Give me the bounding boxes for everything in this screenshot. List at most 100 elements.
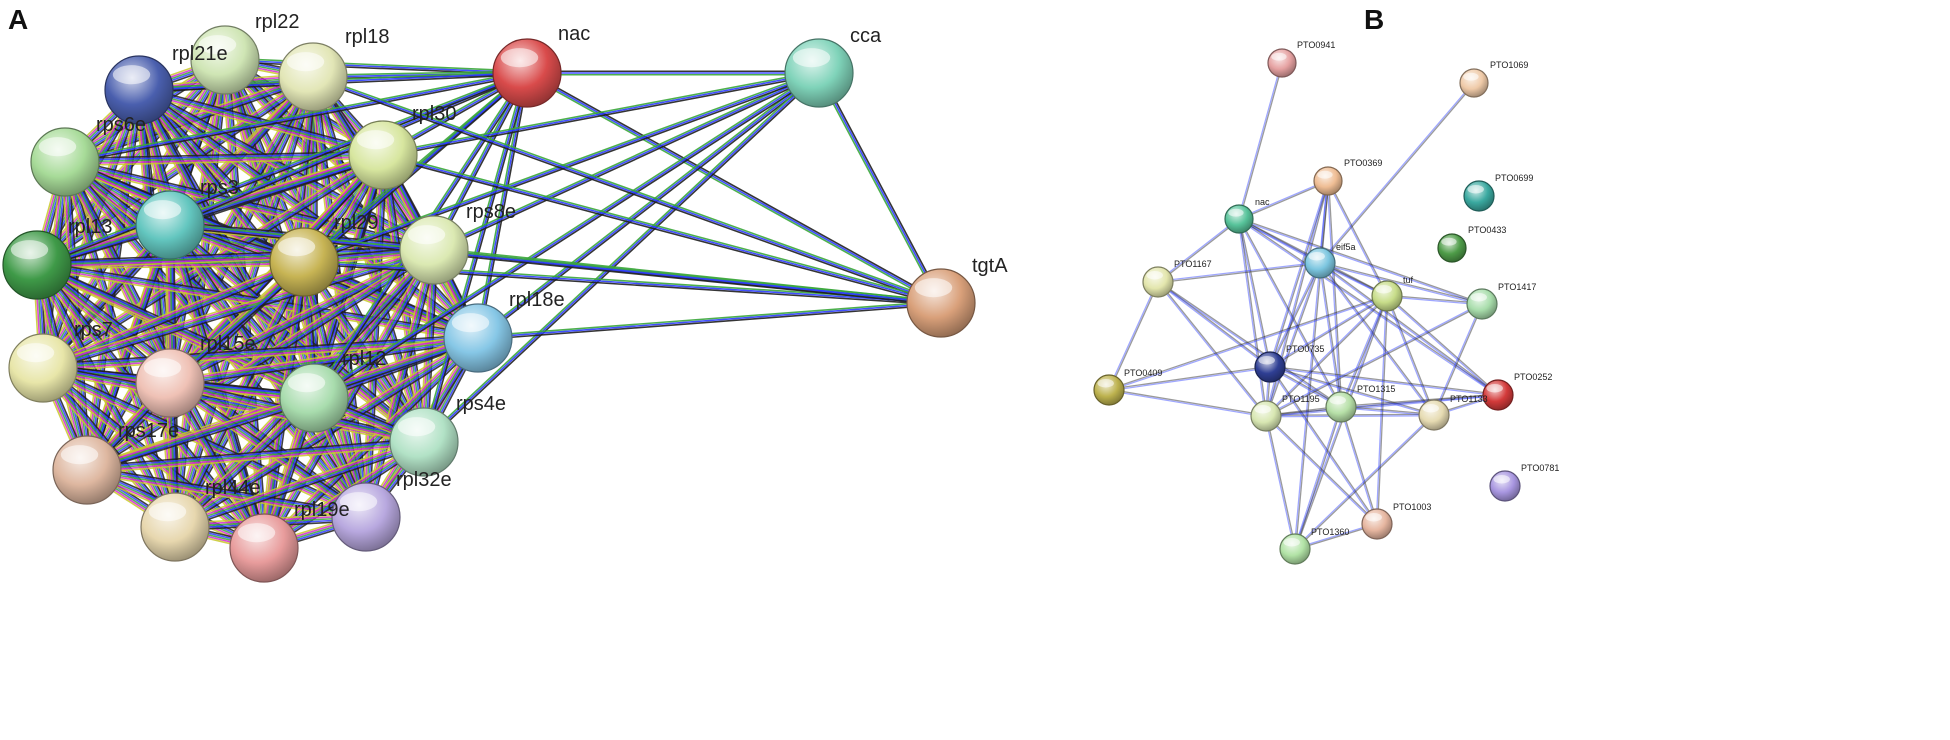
a-node-rps8e[interactable]: rps8e — [399, 201, 516, 285]
edge-strand — [64, 72, 528, 163]
node-highlight — [286, 52, 325, 72]
edge-strand — [1109, 282, 1160, 391]
b-node-PTO0781[interactable]: PTO0781 — [1489, 463, 1559, 502]
edge-strand — [1239, 218, 1268, 416]
edge-strand — [1328, 180, 1343, 407]
a-node-rpl12[interactable]: rpl12 — [279, 348, 386, 433]
a-node-rpl32e[interactable]: rpl32e — [331, 469, 452, 552]
edge-strand — [1293, 406, 1341, 549]
node-highlight — [277, 237, 316, 257]
edge-strand — [43, 262, 305, 371]
a-node-tgtA[interactable]: tgtA — [906, 255, 1008, 338]
node-label: rps17e — [118, 420, 179, 442]
node-label: rps3 — [200, 177, 239, 199]
node-label: rpl44e — [205, 477, 261, 499]
b-node-PTO1315[interactable]: PTO1315 — [1325, 384, 1395, 423]
edge-strand — [383, 152, 942, 303]
a-node-rpl30[interactable]: rpl30 — [348, 103, 456, 190]
edge-PTO0941-nac — [1237, 62, 1284, 220]
edge-strand — [37, 73, 528, 268]
edge-strand — [1386, 296, 1482, 306]
edge-strand — [432, 70, 819, 250]
node-highlight — [1308, 252, 1325, 261]
node-highlight — [792, 48, 831, 68]
a-node-rpl18e[interactable]: rpl18e — [443, 289, 565, 373]
b-node-PTO1003[interactable]: PTO1003 — [1361, 502, 1431, 540]
node-highlight — [1317, 170, 1333, 179]
b-node-PTO1069[interactable]: PTO1069 — [1459, 60, 1528, 98]
a-node-rpl29[interactable]: rpl29 — [269, 212, 378, 297]
edge-PTO1315-PTO1360 — [1293, 406, 1343, 550]
node-highlight — [1146, 271, 1163, 280]
node-highlight — [1486, 384, 1503, 393]
a-node-rps6e[interactable]: rps6e — [30, 114, 146, 197]
node-label: rpl21e — [172, 43, 228, 65]
node-label: PTO1133 — [1450, 394, 1488, 404]
b-node-PTO1167[interactable]: PTO1167 — [1142, 259, 1212, 298]
edge-strand — [1266, 263, 1322, 417]
edge-strand — [169, 249, 435, 384]
edge-strand — [422, 71, 819, 442]
a-node-rpl15e[interactable]: rpl15e — [135, 333, 256, 418]
b-node-PTO0433[interactable]: PTO0433 — [1437, 225, 1506, 263]
node-label: PTO1315 — [1357, 384, 1395, 394]
node-label: PTO0433 — [1468, 225, 1506, 235]
edge-strand — [1238, 219, 1498, 397]
edge-strand — [1158, 280, 1342, 407]
b-node-PTO1133[interactable]: PTO1133 — [1418, 394, 1488, 431]
edge-rpl18e-rpl15e — [169, 333, 479, 388]
node-highlight — [500, 48, 539, 68]
b-node-eif5a[interactable]: eif5a — [1304, 242, 1356, 279]
edge-strand — [313, 73, 528, 80]
edge-strand — [1326, 181, 1341, 408]
edge-strand — [363, 154, 383, 517]
b-node-PTO0409[interactable]: PTO0409 — [1093, 368, 1162, 406]
b-node-PTO0941[interactable]: PTO0941 — [1267, 40, 1335, 78]
b-node-PTO0699[interactable]: PTO0699 — [1463, 173, 1533, 212]
node-label: PTO0699 — [1495, 173, 1533, 183]
a-node-nac[interactable]: nac — [492, 23, 590, 108]
b-node-PTO0252[interactable]: PTO0252 — [1482, 372, 1552, 411]
a-node-cca[interactable]: cca — [784, 25, 882, 108]
b-node-PTO1195[interactable]: PTO1195 — [1250, 394, 1320, 432]
edge-strand — [1387, 294, 1483, 304]
edge-strand — [37, 155, 384, 268]
edge-strand — [38, 88, 137, 368]
edge-strand — [36, 72, 528, 266]
b-node-tuf[interactable]: tuf — [1371, 275, 1414, 312]
edge-nac-PTO1167 — [1157, 217, 1240, 284]
a-node-rpl19e[interactable]: rpl19e — [229, 499, 350, 583]
b-node-PTO0369[interactable]: PTO0369 — [1313, 158, 1382, 196]
edge-strand — [35, 265, 314, 401]
edge-nac-PTO1195 — [1237, 218, 1268, 417]
b-node-PTO1417[interactable]: PTO1417 — [1466, 282, 1536, 320]
a-node-rpl13[interactable]: rpl13 — [2, 216, 112, 300]
b-node-PTO0735[interactable]: PTO0735 — [1254, 344, 1324, 383]
node-highlight — [16, 343, 55, 363]
edge-strand — [1265, 302, 1482, 416]
a-node-rps7[interactable]: rps7 — [8, 319, 113, 403]
edge-strand — [368, 155, 388, 518]
a-node-rps3[interactable]: rps3 — [135, 177, 239, 260]
edge-tuf-PTO1315 — [1339, 295, 1389, 408]
edge-PTO1195-PTO0252 — [1265, 393, 1499, 418]
a-node-rpl44e[interactable]: rpl44e — [140, 477, 261, 562]
edge-strand — [42, 367, 265, 549]
a-node-rpl22[interactable]: rpl22 — [190, 11, 299, 95]
a-node-rps17e[interactable]: rps17e — [52, 420, 179, 505]
edge-strand — [86, 437, 424, 468]
edge-strand — [175, 155, 386, 529]
a-node-rps4e[interactable]: rps4e — [389, 393, 506, 477]
edge-strand — [266, 251, 438, 551]
edge-strand — [43, 252, 436, 373]
b-node-PTO1360[interactable]: PTO1360 — [1279, 527, 1349, 565]
node-label: PTO0781 — [1521, 463, 1559, 473]
edge-eif5a-PTO1133 — [1318, 262, 1436, 416]
edge-strand — [86, 472, 366, 522]
a-node-rpl18[interactable]: rpl18 — [278, 26, 389, 112]
edge-strand — [1318, 82, 1474, 263]
a-node-rpl21e[interactable]: rpl21e — [104, 43, 228, 125]
b-node-nac[interactable]: nac — [1224, 197, 1270, 234]
